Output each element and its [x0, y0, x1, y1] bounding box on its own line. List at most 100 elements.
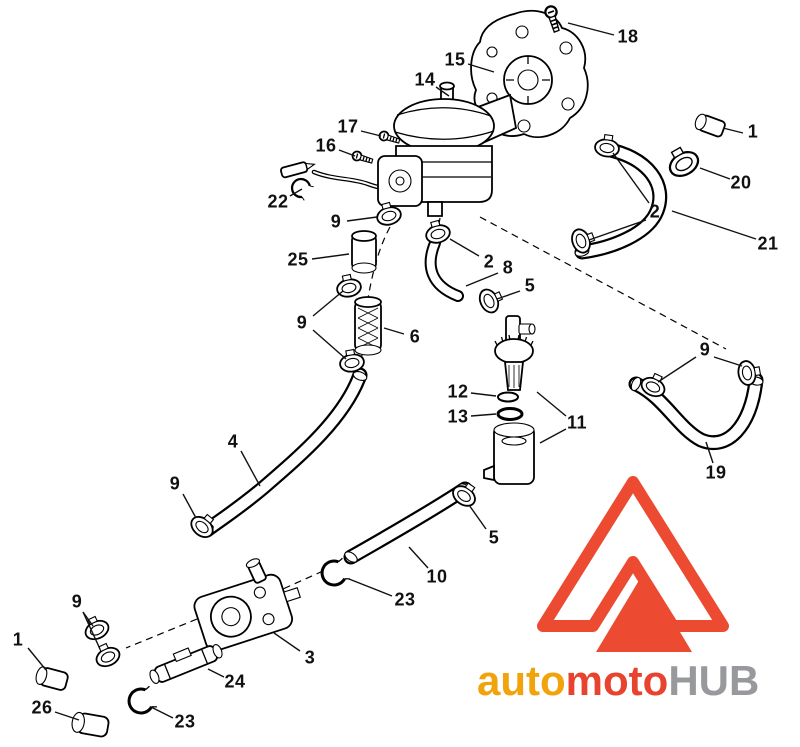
leader-line-9-c	[713, 356, 743, 367]
leader-line-14	[435, 86, 450, 97]
callout-19: 19	[705, 462, 727, 483]
clamp-2-upper-drawing	[593, 132, 622, 159]
leader-line-2-right	[588, 219, 647, 241]
callout-17: 17	[337, 116, 359, 137]
logo-text-moto: moto	[565, 657, 669, 704]
leader-line-4	[240, 450, 261, 487]
callout-11: 11	[566, 412, 588, 433]
leader-line-9-e	[82, 611, 101, 650]
callout-5-mid: 5	[524, 275, 536, 296]
callout-4: 4	[227, 431, 239, 452]
clamp-2-mid-drawing	[422, 217, 453, 247]
clamp-9-bottom2-drawing	[90, 639, 124, 671]
clamp-5-mid-drawing	[475, 283, 507, 317]
callout-1-top: 1	[747, 121, 759, 142]
filter-canister-drawing	[483, 422, 535, 485]
screw-16-drawing	[350, 149, 375, 166]
leader-line-9-a	[346, 216, 378, 222]
leader-line-3	[273, 632, 301, 652]
clip-23-lower-drawing	[124, 683, 159, 718]
leader-line-13	[470, 413, 497, 417]
leader-line-1-top	[722, 127, 744, 134]
hose-8-drawing	[424, 237, 464, 302]
callout-15: 15	[444, 49, 466, 70]
o-ring-12-drawing	[497, 391, 519, 403]
cap-1-top-drawing	[694, 113, 726, 138]
callout-16: 16	[315, 135, 337, 156]
inline-filter-6-drawing	[354, 296, 382, 356]
callout-18: 18	[617, 26, 639, 47]
callout-20: 20	[730, 172, 752, 193]
leader-line-12	[470, 392, 497, 397]
callout-9-a: 9	[330, 211, 342, 232]
callout-9-b: 9	[296, 312, 308, 333]
leader-line-24	[207, 668, 225, 678]
callout-10: 10	[426, 566, 448, 587]
leader-line-11	[536, 391, 567, 417]
callout-12: 12	[447, 381, 469, 402]
cap-1-bottom-drawing	[35, 666, 69, 691]
callout-2-right: 2	[649, 201, 661, 222]
hose-4-drawing	[199, 367, 368, 538]
callout-9-d: 9	[169, 473, 181, 494]
logo-text-hub: HUB	[668, 657, 760, 704]
leader-line-16	[338, 149, 356, 157]
callout-13: 13	[447, 406, 469, 427]
vro-pump-assembly-drawing	[377, 81, 518, 217]
callout-3: 3	[304, 647, 316, 668]
leader-line-9-c	[657, 356, 697, 383]
clamp-20-drawing	[661, 141, 704, 182]
leader-line-5-low	[468, 504, 487, 530]
callout-26: 26	[31, 697, 53, 718]
leader-line-9-d	[182, 493, 197, 519]
callout-25: 25	[287, 249, 309, 270]
callout-2-mid: 2	[483, 251, 495, 272]
leader-line-2-right	[612, 152, 650, 204]
connector-25-drawing	[351, 230, 377, 274]
callout-1-low: 1	[12, 629, 24, 650]
leader-line-18	[567, 22, 615, 36]
callout-9-e: 9	[71, 591, 83, 612]
watermark-brand-text: auto moto HUB	[477, 660, 799, 702]
leader-line-10	[408, 546, 429, 569]
callout-14: 14	[414, 69, 436, 90]
leader-line-9-b	[312, 329, 347, 360]
leader-line-2-mid	[449, 238, 480, 257]
o-ring-13-drawing	[496, 407, 524, 421]
watermark-logo	[533, 476, 733, 662]
fuel-pump-3-drawing	[193, 573, 301, 652]
pump-3-top-fitting-drawing	[245, 558, 267, 584]
callout-9-c: 9	[699, 339, 711, 360]
callout-5-low: 5	[488, 527, 500, 548]
leader-line-23-a	[348, 578, 393, 597]
leader-line-6	[383, 327, 405, 335]
leader-line-15	[467, 63, 495, 73]
leader-line-26	[54, 711, 80, 721]
logo-text-auto: auto	[477, 657, 566, 704]
leader-line-11	[539, 428, 567, 444]
leader-line-9-b	[312, 290, 344, 317]
callout-23-a: 23	[394, 589, 416, 610]
plug-26-drawing	[71, 711, 110, 738]
leader-line-23-b	[150, 706, 174, 719]
primer-valve-11-drawing	[483, 315, 536, 485]
leader-line-22	[289, 188, 303, 197]
fuel-filter-column	[351, 230, 382, 356]
leader-line-21	[671, 210, 757, 240]
hose-19-drawing	[628, 372, 764, 451]
leader-line-17	[360, 130, 382, 137]
callout-21: 21	[757, 233, 779, 254]
primer-nozzle-22-drawing	[280, 161, 316, 203]
callout-23-b: 23	[174, 711, 196, 732]
leader-line-5-mid	[496, 290, 521, 300]
leader-line-25	[311, 253, 350, 260]
leader-line-1-low	[27, 647, 47, 671]
leader-line-20	[699, 167, 731, 180]
callout-8: 8	[502, 257, 514, 278]
logo-triangle-icon	[537, 476, 729, 652]
callout-24: 24	[224, 671, 246, 692]
callout-leader-lines	[27, 22, 757, 721]
leader-line-8	[465, 272, 499, 287]
